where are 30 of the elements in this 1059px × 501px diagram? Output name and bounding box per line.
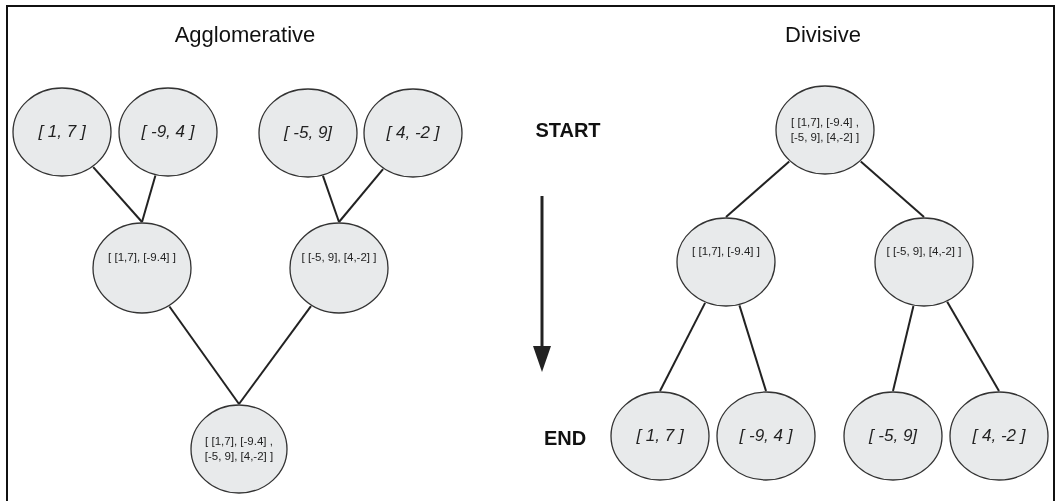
node-text: [ [1,7], [-9.4] ]	[107, 249, 177, 265]
node-text: [ 1, 7 ]	[635, 424, 685, 447]
connector-line	[946, 300, 1000, 392]
node-text: [ [-5, 9], [4,-2] ]	[885, 243, 963, 259]
connector-line	[92, 166, 143, 223]
connector-line	[321, 174, 340, 223]
stage-label: END	[543, 426, 587, 450]
connector-line	[141, 174, 157, 223]
node-text: [ [1,7], [-9.4] ]	[691, 243, 761, 259]
node-text: [ 1, 7 ]	[37, 120, 87, 143]
connector-line	[859, 160, 925, 218]
node-text: [ [1,7], [-9.4] , [-5, 9], [4,-2] ]	[203, 434, 275, 464]
connector-line	[659, 301, 707, 392]
connector-line	[168, 305, 240, 405]
connector-line	[892, 305, 915, 392]
tree-heading: Divisive	[785, 22, 861, 48]
connector-line	[738, 304, 767, 392]
node-text: [ 4, -2 ]	[385, 121, 441, 144]
stage-label: START	[535, 118, 601, 142]
tree-heading: Agglomerative	[174, 22, 316, 48]
connector-line	[338, 168, 385, 223]
node-text: [ -9, 4 ]	[140, 120, 196, 143]
connector-line	[238, 305, 312, 405]
node-text: [ -9, 4 ]	[738, 424, 794, 447]
node-text: [ [1,7], [-9.4] , [-5, 9], [4,-2] ]	[789, 115, 861, 145]
node-text: [ 4, -2 ]	[971, 424, 1027, 447]
connector-line	[725, 160, 791, 218]
node-text: [ [-5, 9], [4,-2] ]	[300, 249, 378, 265]
node-text: [ -5, 9]	[867, 424, 919, 447]
node-text: [ -5, 9]	[282, 121, 334, 144]
